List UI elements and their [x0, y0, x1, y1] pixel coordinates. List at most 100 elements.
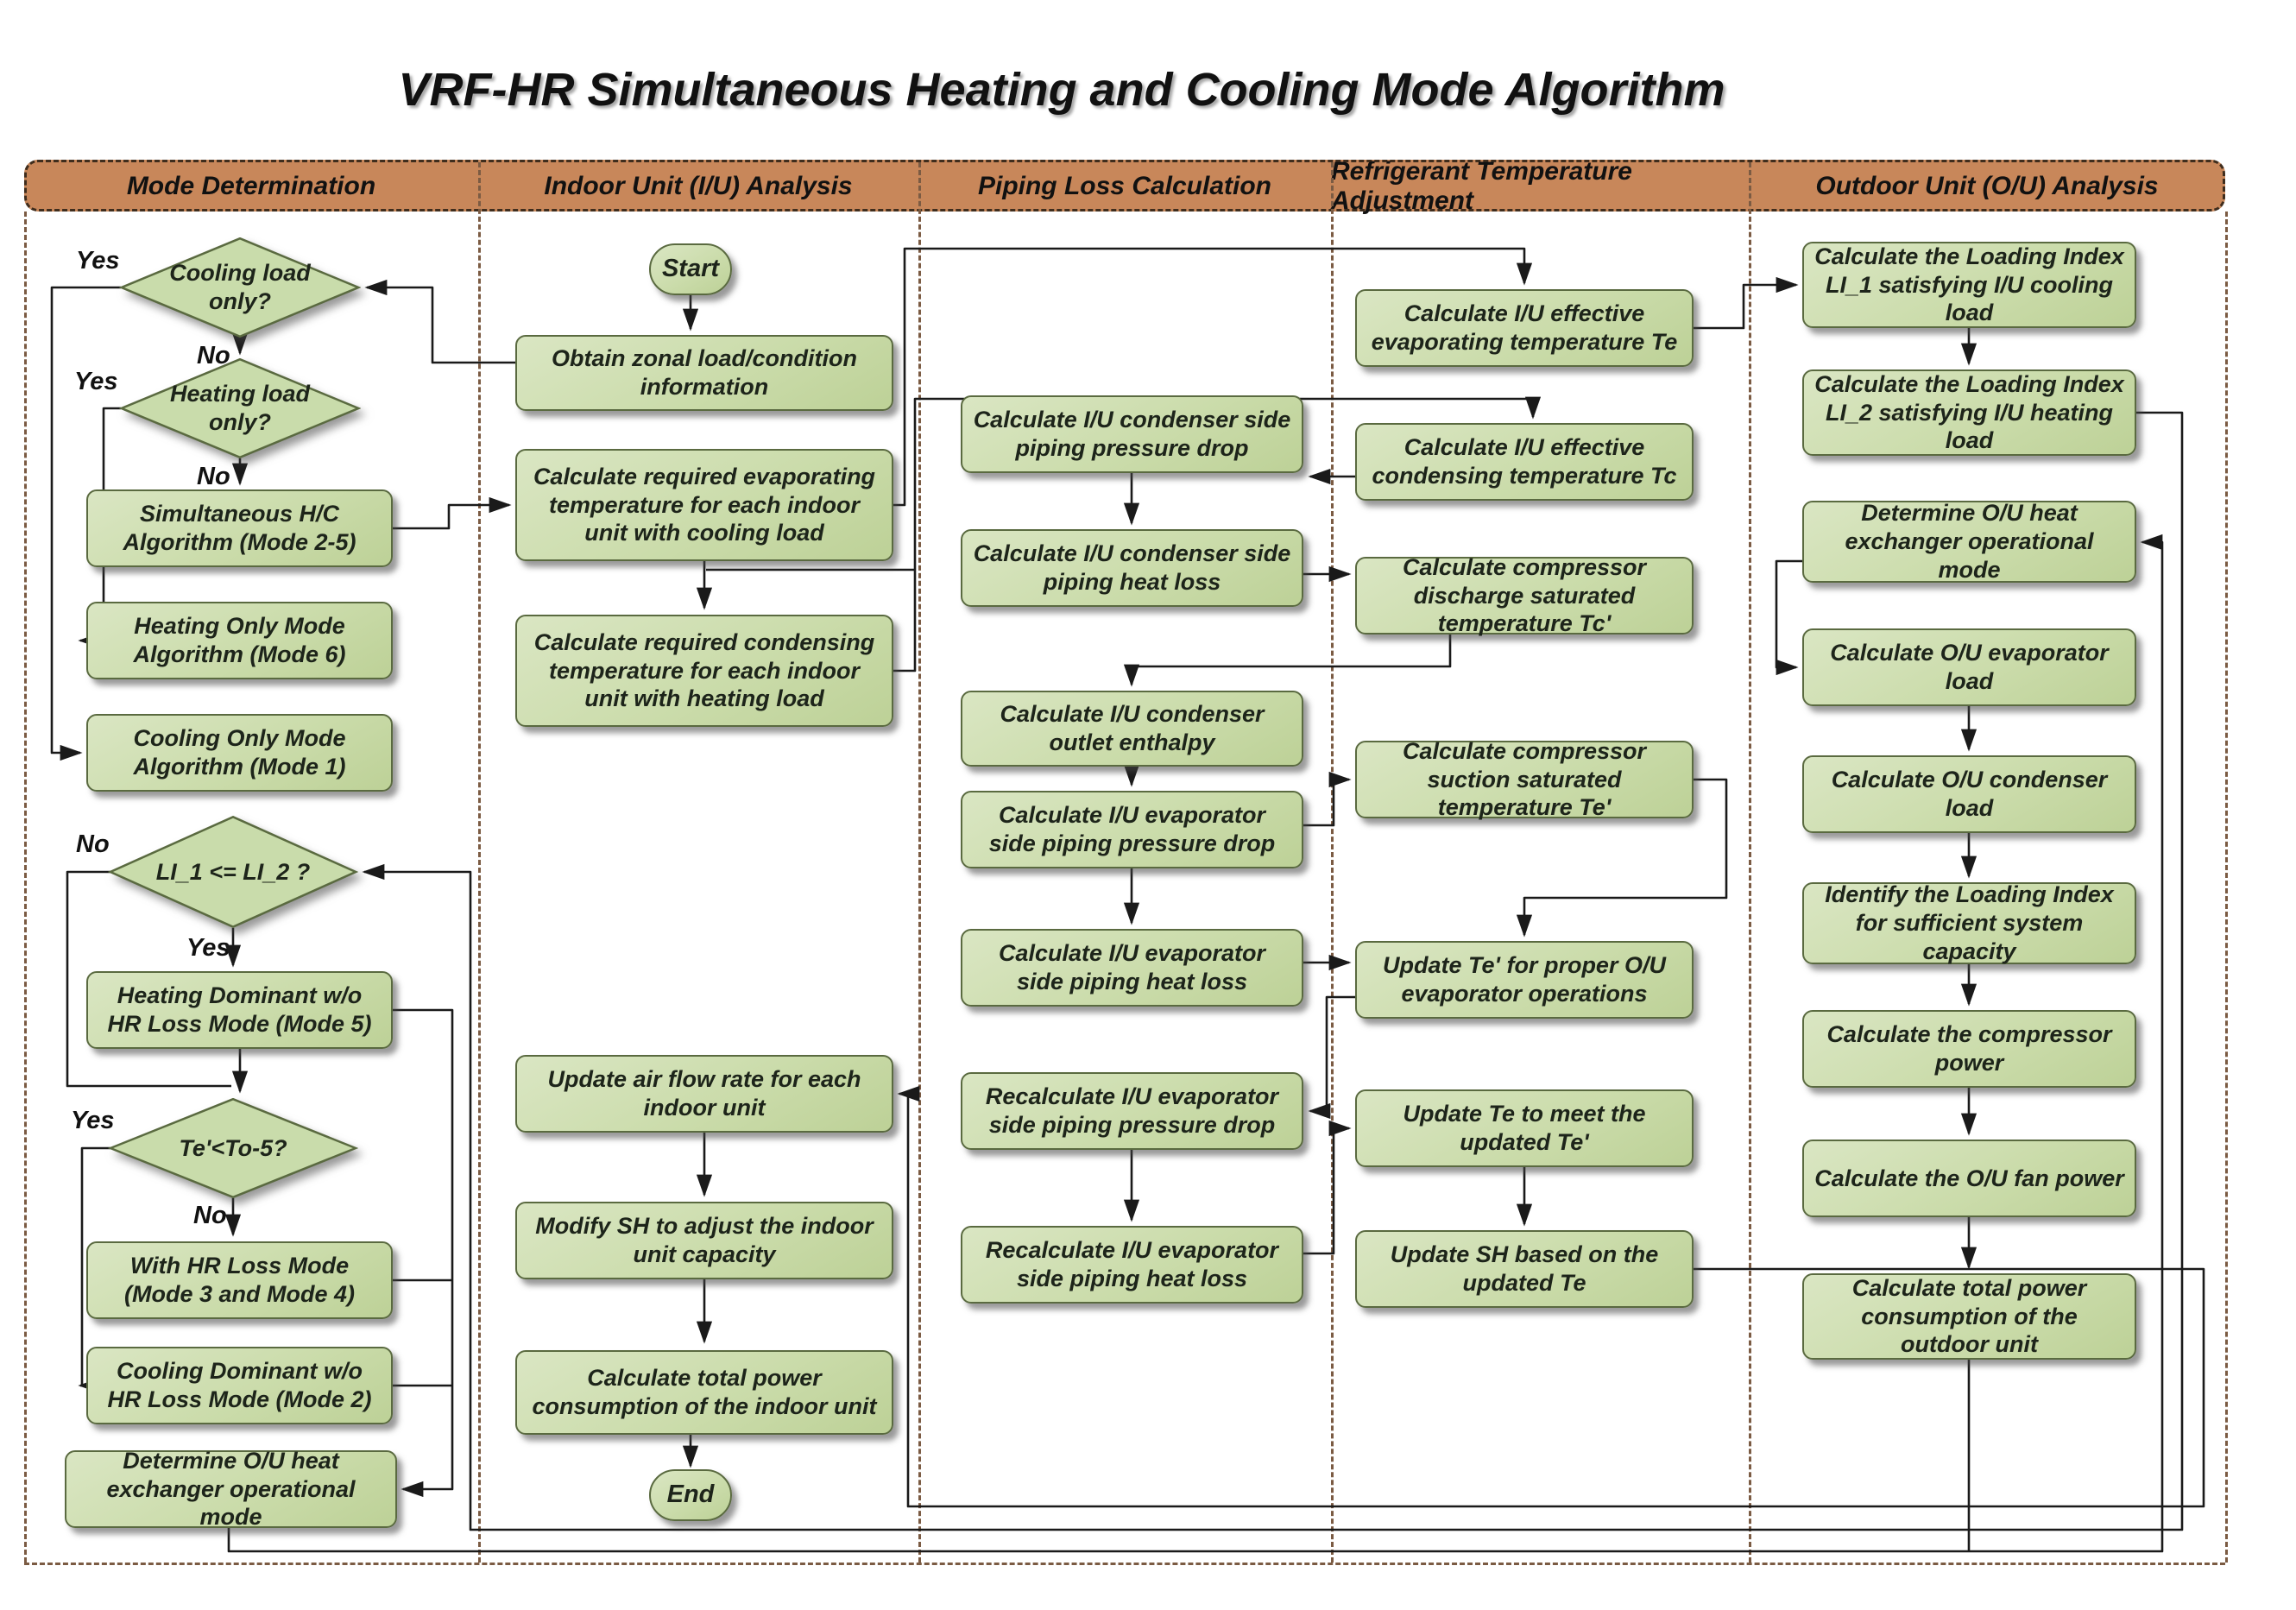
process-label: Update air flow rate for each indoor uni…	[547, 1066, 861, 1121]
terminator-end: End	[649, 1469, 732, 1521]
process-obtain-zonal-load: Obtain zonal load/condition information	[515, 335, 893, 411]
process-determine-ou-heat-exchanger-mode-left: Determine O/U heat exchanger operational…	[65, 1448, 397, 1530]
process-label: Update Te to meet the updated Te'	[1403, 1101, 1646, 1155]
branch-label-yes: Yes	[71, 1107, 115, 1134]
lane-header-mode-determination: Mode Determination	[126, 172, 376, 200]
process-label: Calculate I/U effective evaporating temp…	[1371, 300, 1678, 355]
terminator-start: Start	[649, 243, 732, 295]
process-calc-required-evaporating-temp: Calculate required evaporating temperatu…	[515, 449, 893, 561]
process-label: Update Te' for proper O/U evaporator ope…	[1383, 952, 1666, 1007]
process-effective-condensing-temp-tc: Calculate I/U effective condensing tempe…	[1355, 423, 1694, 501]
process-ou-evaporator-load: Calculate O/U evaporator load	[1802, 628, 2136, 706]
process-cooling-only-mode: Cooling Only Mode Algorithm (Mode 1)	[86, 714, 393, 792]
process-determine-ou-heat-exchanger-mode-right: Determine O/U heat exchanger operational…	[1802, 500, 2136, 583]
process-with-hr-loss-mode: With HR Loss Mode (Mode 3 and Mode 4)	[86, 1241, 393, 1319]
process-label: Determine O/U heat exchanger operational…	[106, 1447, 356, 1531]
process-calc-required-condensing-temp: Calculate required condensing temperatur…	[515, 615, 893, 727]
diagram-border-right	[2225, 212, 2228, 1563]
terminator-label: End	[666, 1481, 715, 1509]
process-label: With HR Loss Mode (Mode 3 and Mode 4)	[123, 1253, 355, 1307]
lane-separator	[1331, 162, 1334, 1563]
process-identify-loading-index: Identify the Loading Index for sufficien…	[1802, 881, 2136, 964]
process-compressor-discharge-sat-temp: Calculate compressor discharge saturated…	[1355, 554, 1694, 636]
process-label: Calculate the O/U fan power	[1814, 1165, 2124, 1191]
process-update-sh: Update SH based on the updated Te	[1355, 1230, 1694, 1308]
process-label: Update SH based on the updated Te	[1390, 1241, 1659, 1296]
process-label: Calculate O/U evaporator load	[1830, 640, 2109, 694]
decision-label: Cooling load only?	[169, 260, 311, 314]
process-update-te: Update Te to meet the updated Te'	[1355, 1089, 1694, 1167]
process-update-te-prime: Update Te' for proper O/U evaporator ope…	[1355, 941, 1694, 1019]
branch-label-no: No	[193, 1202, 227, 1229]
process-condenser-outlet-enthalpy: Calculate I/U condenser outlet enthalpy	[961, 691, 1303, 767]
decision-heating-load-only: Heating load only?	[119, 358, 361, 458]
process-recalc-evaporator-pressure-drop: Recalculate I/U evaporator side piping p…	[961, 1072, 1303, 1150]
decision-li1-le-li2: LI_1 <= LI_2 ?	[108, 816, 358, 928]
diagram-border-bottom	[24, 1563, 2225, 1565]
process-label: Determine O/U heat exchanger operational…	[1845, 500, 2094, 583]
lane-header-indoor-unit-analysis: Indoor Unit (I/U) Analysis	[544, 172, 853, 200]
process-compressor-suction-sat-temp: Calculate compressor suction saturated t…	[1355, 738, 1694, 820]
process-label: Calculate I/U effective condensing tempe…	[1372, 434, 1677, 489]
process-label: Recalculate I/U evaporator side piping p…	[985, 1083, 1279, 1138]
process-label: Identify the Loading Index for sufficien…	[1825, 881, 2114, 964]
lane-separator	[1749, 162, 1751, 1563]
lane-separator	[918, 162, 921, 1563]
process-label: Cooling Dominant w/o HR Loss Mode (Mode …	[107, 1358, 372, 1412]
process-loading-index-li1: Calculate the Loading Index LI_1 satisfy…	[1802, 242, 2136, 328]
branch-label-no: No	[197, 463, 230, 490]
diagram-border-left	[24, 212, 27, 1563]
process-effective-evaporating-temp-te: Calculate I/U effective evaporating temp…	[1355, 289, 1694, 367]
process-simultaneous-hc-algorithm: Simultaneous H/C Algorithm (Mode 2-5)	[86, 489, 393, 567]
lane-separator	[478, 162, 481, 1563]
process-label: Simultaneous H/C Algorithm (Mode 2-5)	[123, 501, 356, 555]
process-loading-index-li2: Calculate the Loading Index LI_2 satisfy…	[1802, 369, 2136, 456]
lane-header-band	[24, 160, 2225, 212]
decision-te-lt-to-minus-5: Te'<To-5?	[108, 1098, 358, 1198]
branch-label-yes: Yes	[76, 247, 120, 275]
process-cooling-dominant-mode2: Cooling Dominant w/o HR Loss Mode (Mode …	[86, 1347, 393, 1424]
decision-cooling-load-only: Cooling load only?	[119, 237, 361, 338]
process-label: Calculate compressor discharge saturated…	[1402, 553, 1647, 637]
process-label: Calculate I/U condenser outlet enthalpy	[1000, 701, 1265, 755]
process-condenser-piping-heat-loss: Calculate I/U condenser side piping heat…	[961, 529, 1303, 607]
process-label: Calculate the Loading Index LI_1 satisfy…	[1814, 243, 2124, 326]
decision-label: Te'<To-5?	[179, 1134, 287, 1161]
process-label: Calculate I/U evaporator side piping hea…	[998, 940, 1266, 994]
process-label: Heating Only Mode Algorithm (Mode 6)	[133, 613, 346, 667]
process-label: Calculate I/U evaporator side piping pre…	[988, 802, 1276, 856]
process-calc-total-power-indoor: Calculate total power consumption of the…	[515, 1350, 893, 1435]
process-label: Calculate total power consumption of the…	[1851, 1274, 2087, 1358]
decision-label: LI_1 <= LI_2 ?	[155, 858, 311, 885]
process-evaporator-piping-heat-loss: Calculate I/U evaporator side piping hea…	[961, 929, 1303, 1007]
process-modify-sh-indoor-capacity: Modify SH to adjust the indoor unit capa…	[515, 1202, 893, 1279]
lane-header-piping-loss: Piping Loss Calculation	[977, 172, 1272, 200]
process-label: Calculate the Loading Index LI_2 satisfy…	[1814, 370, 2124, 454]
process-update-air-flow-rate: Update air flow rate for each indoor uni…	[515, 1055, 893, 1133]
process-condenser-piping-pressure-drop: Calculate I/U condenser side piping pres…	[961, 395, 1303, 473]
lane-header-outdoor-unit-analysis: Outdoor Unit (O/U) Analysis	[1815, 172, 2159, 200]
process-label: Calculate the compressor power	[1826, 1021, 2112, 1076]
process-label: Cooling Only Mode Algorithm (Mode 1)	[133, 725, 346, 780]
process-ou-condenser-load: Calculate O/U condenser load	[1802, 755, 2136, 833]
process-heating-dominant-mode5: Heating Dominant w/o HR Loss Mode (Mode …	[86, 971, 393, 1049]
process-label: Calculate I/U condenser side piping heat…	[973, 540, 1291, 595]
branch-label-yes: Yes	[74, 368, 118, 395]
process-ou-fan-power: Calculate the O/U fan power	[1802, 1140, 2136, 1217]
page-title: VRF-HR Simultaneous Heating and Cooling …	[398, 64, 1725, 116]
process-label: Recalculate I/U evaporator side piping h…	[985, 1237, 1279, 1291]
process-label: Calculate O/U condenser load	[1831, 767, 2108, 821]
process-evaporator-piping-pressure-drop: Calculate I/U evaporator side piping pre…	[961, 791, 1303, 868]
process-label: Heating Dominant w/o HR Loss Mode (Mode …	[107, 982, 372, 1037]
terminator-label: Start	[661, 255, 720, 283]
process-label: Modify SH to adjust the indoor unit capa…	[535, 1213, 874, 1267]
process-recalc-evaporator-heat-loss: Recalculate I/U evaporator side piping h…	[961, 1226, 1303, 1304]
branch-label-no: No	[76, 830, 110, 858]
process-label: Calculate I/U condenser side piping pres…	[973, 407, 1291, 461]
process-label: Obtain zonal load/condition information	[552, 345, 857, 400]
decision-label: Heating load only?	[169, 381, 310, 435]
process-label: Calculate total power consumption of the…	[532, 1365, 877, 1419]
process-total-power-outdoor: Calculate total power consumption of the…	[1802, 1273, 2136, 1360]
process-label: Calculate required condensing temperatur…	[533, 628, 875, 712]
